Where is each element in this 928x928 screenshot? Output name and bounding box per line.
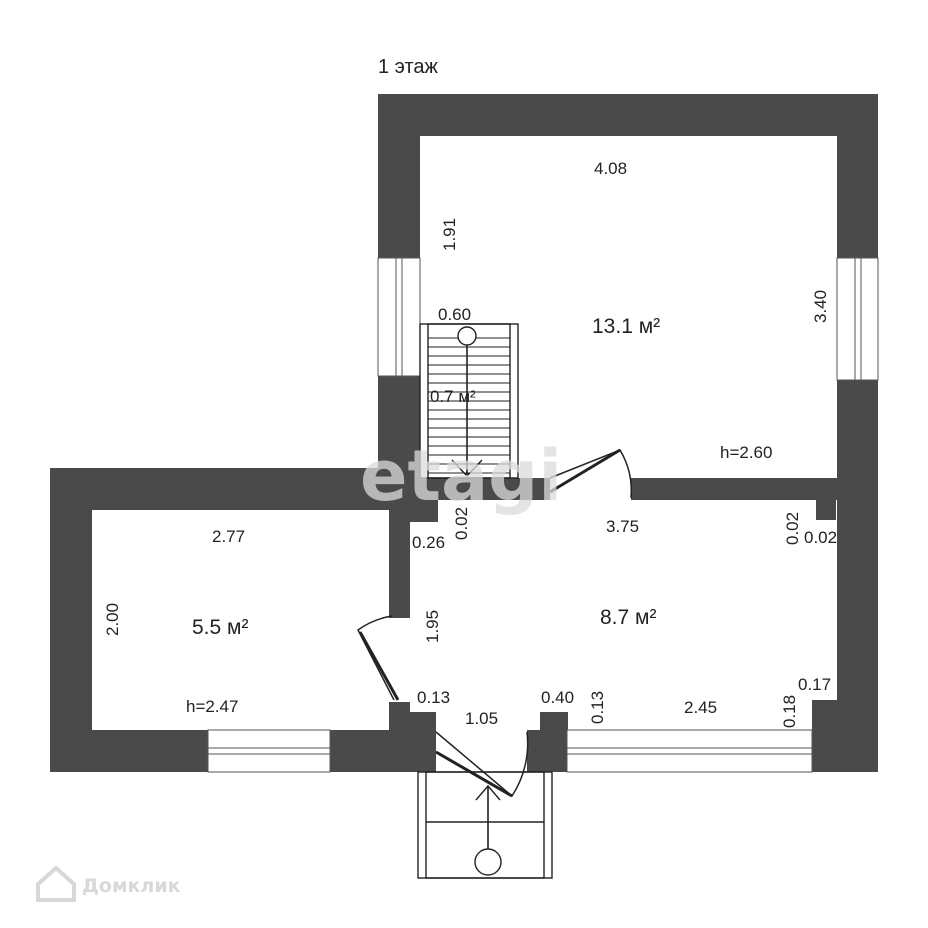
height-left: h=2.47	[186, 697, 238, 716]
dim-0-17: 0.17	[798, 675, 831, 694]
dim-0-02-b: 0.02	[783, 512, 802, 545]
wall-left-top	[50, 468, 410, 510]
dim-0-18: 0.18	[780, 695, 799, 728]
wall-partition-corner-b	[816, 498, 836, 520]
wall-left-left	[50, 468, 92, 772]
area-upper: 13.1 м²	[592, 315, 660, 338]
window-left-room	[207, 729, 331, 773]
wall-left-bottom-a	[50, 730, 208, 772]
area-left: 5.5 м²	[192, 616, 248, 639]
wall-entry-jamb-right	[527, 730, 567, 772]
wall-entry-jamb-left	[404, 712, 436, 772]
door-entry-arc	[435, 731, 529, 798]
area-hall: 8.7 м²	[600, 606, 656, 629]
wall-hall-right	[837, 478, 878, 772]
dim-0-26: 0.26	[412, 533, 445, 552]
brand-text: Домклик	[82, 875, 181, 897]
wall-left-partition	[389, 468, 410, 618]
dim-0-13-a: 0.13	[417, 688, 450, 707]
dim-0-02-a: 0.02	[452, 507, 471, 540]
dim-0-02-c: 0.02	[804, 528, 837, 547]
entry-arrow	[475, 784, 501, 801]
wall-upper-top	[378, 94, 878, 136]
dim-upper-left: 1.91	[440, 218, 459, 251]
wall-partition-a	[378, 478, 550, 500]
windows	[207, 257, 879, 773]
entry-porch	[417, 771, 553, 879]
dim-upper-top: 4.08	[594, 159, 627, 178]
door-left-arc	[357, 615, 395, 701]
wall-partition-corner-a	[408, 498, 438, 522]
entry-start-circle	[474, 848, 502, 876]
dim-upper-right: 3.40	[811, 290, 830, 323]
window-hall	[566, 729, 813, 773]
floor-title: 1 этаж	[378, 56, 439, 78]
dim-stair-width: 0.60	[438, 305, 471, 324]
dim-left-top: 2.77	[212, 527, 245, 546]
wall-entry-jamb-right-top	[540, 712, 568, 734]
stair-arrow	[451, 459, 483, 478]
height-upper: h=2.60	[720, 443, 772, 462]
wall-hall-right-jog	[812, 700, 842, 772]
dim-1-05: 1.05	[465, 709, 498, 728]
window-upper-left	[377, 257, 421, 377]
window-upper-right	[836, 257, 879, 381]
staircase	[419, 323, 519, 479]
dim-hall-top: 3.75	[606, 517, 639, 536]
doors	[357, 448, 633, 798]
domclick-logo: Домклик	[36, 865, 181, 902]
house-icon	[36, 865, 76, 902]
dim-hall-left: 1.95	[423, 610, 442, 643]
wall-upper-left-top	[378, 94, 420, 258]
area-stair: 0.7 м²	[430, 387, 476, 406]
etagi-watermark: etagi	[360, 435, 562, 517]
wall-partition-b	[631, 478, 878, 500]
dim-0-40: 0.40	[541, 688, 574, 707]
dim-2-45: 2.45	[684, 698, 717, 717]
walls	[50, 94, 878, 772]
stair-start-circle	[457, 326, 477, 346]
dim-0-13-b: 0.13	[588, 691, 607, 724]
dim-left-side: 2.00	[103, 603, 122, 636]
wall-upper-right-top	[837, 94, 878, 258]
